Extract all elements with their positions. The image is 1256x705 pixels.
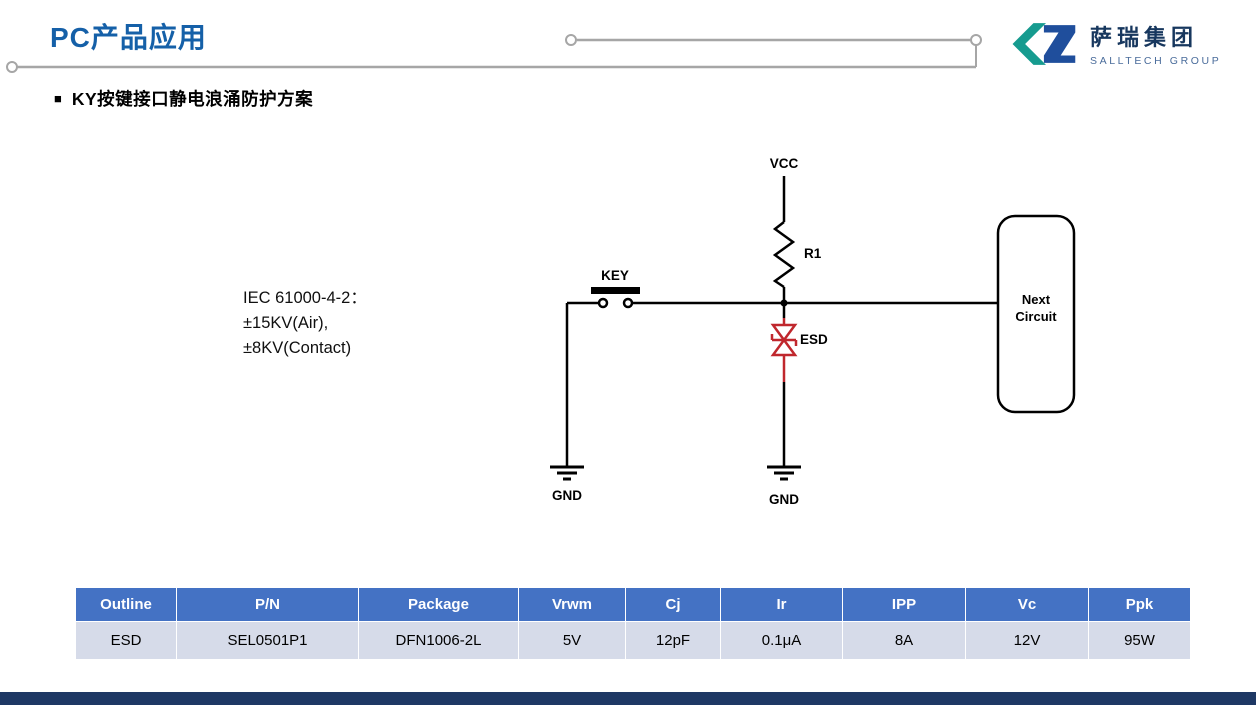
gnd-right-label: GND	[769, 492, 799, 507]
col-header-outline: Outline	[75, 587, 177, 622]
parameters-table: Outline P/N Package Vrwm Cj Ir IPP Vc Pp…	[75, 587, 1191, 660]
ground-symbol-right	[767, 465, 801, 481]
cell-cj: 12pF	[625, 621, 721, 660]
cell-ipp: 8A	[842, 621, 966, 660]
vcc-label: VCC	[770, 156, 799, 171]
section-title-text: KY按键接口静电浪涌防护方案	[71, 89, 314, 109]
next-circuit-label-line1: Next	[1022, 292, 1051, 307]
cell-vrwm: 5V	[518, 621, 626, 660]
col-header-package: Package	[358, 587, 519, 622]
col-header-vrwm: Vrwm	[518, 587, 626, 622]
cell-pn: SEL0501P1	[176, 621, 359, 660]
logo: 萨瑞集团 SALLTECH GROUP	[1012, 20, 1221, 67]
table-row: ESD SEL0501P1 DFN1006-2L 5V 12pF 0.1μA 8…	[75, 621, 1191, 660]
logo-mark-icon	[1012, 22, 1076, 65]
iec-note-line1: IEC 61000-4-2：	[243, 289, 367, 307]
col-header-vc: Vc	[965, 587, 1089, 622]
cell-ir: 0.1μA	[720, 621, 843, 660]
cell-ppk: 95W	[1088, 621, 1191, 660]
col-header-ir: Ir	[720, 587, 843, 622]
iec-note-line2: ±15KV(Air),	[243, 314, 329, 332]
col-header-ipp: IPP	[842, 587, 966, 622]
esd-diode-symbol	[770, 318, 798, 382]
footer-bar	[0, 692, 1256, 705]
next-circuit-label-line2: Circuit	[1015, 309, 1057, 324]
ground-symbol-left	[550, 465, 584, 481]
key-label: KEY	[601, 268, 629, 283]
circuit-schematic: VCC R1 KEY ESD GND GND Next Circuit	[550, 156, 1076, 507]
iec-note-line3: ±8KV(Contact)	[243, 339, 352, 357]
resistor-r1-symbol	[772, 221, 796, 289]
junction-dot	[780, 299, 788, 307]
next-circuit-box	[996, 214, 1076, 414]
gnd-left-label: GND	[552, 488, 582, 503]
col-header-ppk: Ppk	[1088, 587, 1191, 622]
col-header-cj: Cj	[625, 587, 721, 622]
iec-note: IEC 61000-4-2： ±15KV(Air), ±8KV(Contact)	[243, 286, 367, 361]
r1-label: R1	[804, 246, 822, 261]
section-title: ■ KY按键接口静电浪涌防护方案	[54, 86, 313, 111]
cell-package: DFN1006-2L	[358, 621, 519, 660]
key-switch-symbol	[591, 287, 640, 309]
logo-text: 萨瑞集团 SALLTECH GROUP	[1090, 20, 1221, 67]
logo-name: 萨瑞集团	[1090, 25, 1199, 50]
decorative-lines	[6, 34, 982, 73]
esd-label: ESD	[800, 332, 828, 347]
logo-subtitle: SALLTECH GROUP	[1090, 55, 1222, 67]
table-header-row: Outline P/N Package Vrwm Cj Ir IPP Vc Pp…	[75, 587, 1191, 622]
col-header-pn: P/N	[176, 587, 359, 622]
page-title: PC产品应用	[50, 22, 207, 53]
circuit-wires	[565, 176, 998, 466]
cell-vc: 12V	[965, 621, 1089, 660]
cell-outline: ESD	[75, 621, 177, 660]
bullet-square-icon: ■	[54, 91, 62, 106]
